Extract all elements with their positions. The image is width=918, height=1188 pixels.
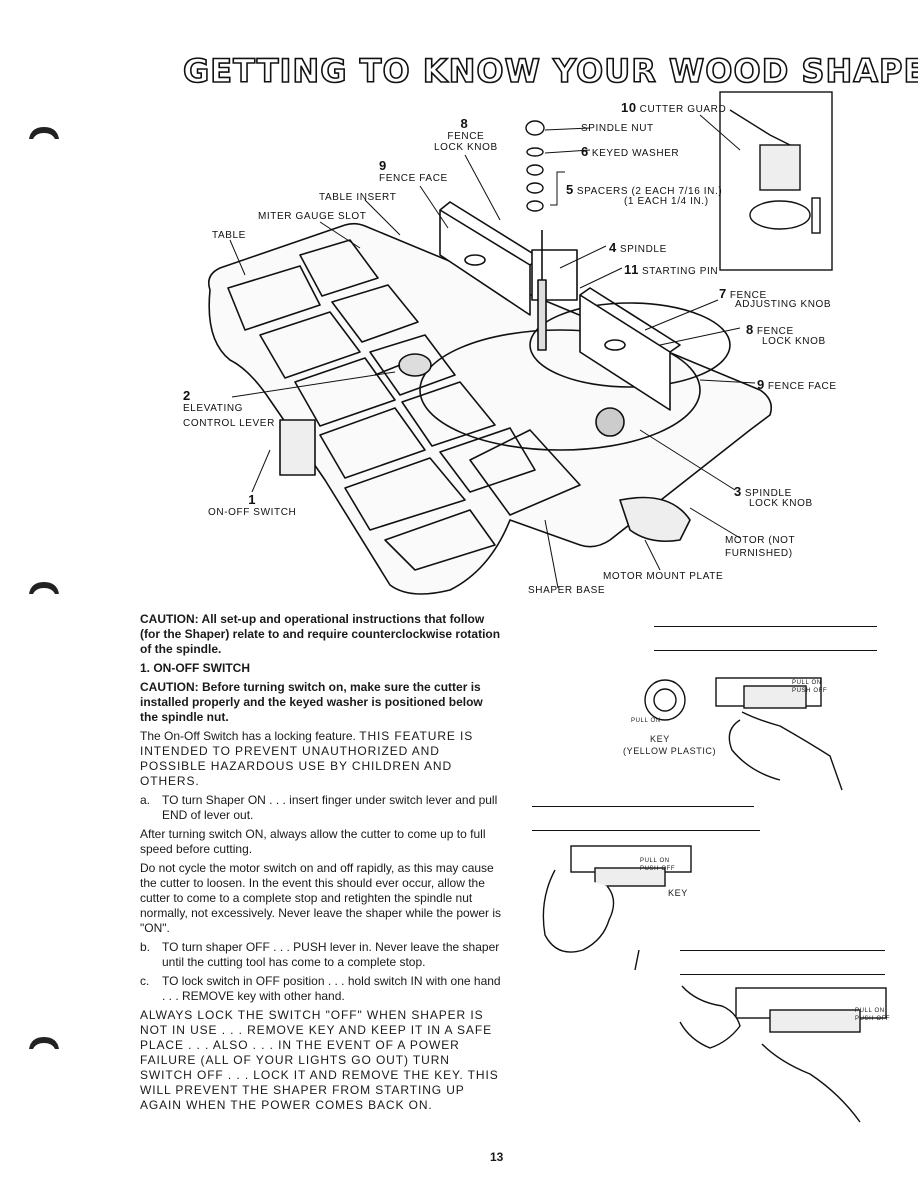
label-shaper-base: SHAPER BASE [528, 585, 606, 596]
switch-intro: The On-Off Switch has a locking feature.… [140, 729, 474, 788]
label-fence-lock-knob-left: 8 FENCE LOCK KNOB [434, 116, 498, 153]
switch-illustration-lock [679, 985, 887, 1123]
step-c-warning: ALWAYS LOCK THE SWITCH "OFF" WHEN SHAPER… [140, 1008, 499, 1112]
step-a-note-speed: After turning switch ON, always allow th… [140, 827, 486, 856]
label-fence-lock-knob-right-line2: LOCK KNOB [762, 336, 826, 347]
label-spacers-line2: (1 EACH 1/4 IN.) [624, 196, 709, 207]
label-table: TABLE [212, 230, 246, 241]
switch-text-pull-on-2: PULL ON [640, 858, 670, 864]
binder-hole-mark [29, 127, 59, 139]
binder-hole-mark [29, 582, 59, 594]
key-label-yellow-plastic: (YELLOW PLASTIC) [623, 746, 717, 756]
section-heading-on-off-switch: 1. ON-OFF SWITCH [140, 661, 250, 675]
caution-before-switch: CAUTION: Before turning switch on, make … [140, 680, 483, 724]
label-miter-gauge-slot: MITER GAUGE SLOT [258, 211, 367, 222]
label-elevating-control-lever-line2: CONTROL LEVER [183, 418, 275, 429]
page-number: 13 [490, 1150, 504, 1164]
switch-illustration-key [644, 677, 843, 791]
binder-hole-mark [29, 1037, 59, 1049]
page-title: GETTING TO KNOW YOUR WOOD SHAPER [182, 51, 918, 91]
illustration-rule [680, 974, 885, 975]
key-label: KEY [650, 734, 670, 744]
step-a: a. TO turn Shaper ON . . . insert finger… [140, 793, 498, 822]
label-motor: MOTOR (NOT [725, 535, 796, 546]
illustration-rule [654, 650, 877, 651]
label-fence-adjusting-knob-line2: ADJUSTING KNOB [735, 299, 832, 310]
switch-text-pull-on: PULL ON [792, 680, 822, 686]
illustration-rule [532, 830, 760, 831]
step-c: c. TO lock switch in OFF position . . . … [140, 974, 501, 1003]
label-spindle-lock-knob-line2: LOCK KNOB [749, 498, 813, 509]
wood-shaper-diagram [207, 91, 833, 595]
switch-illustration-push [542, 845, 692, 970]
illustration-rule [680, 950, 885, 951]
label-motor-mount-plate: MOTOR MOUNT PLATE [603, 571, 724, 582]
switch-label-pull-on: PULL ON [631, 718, 661, 724]
step-b: b. TO turn shaper OFF . . . PUSH lever i… [140, 940, 500, 969]
label-spindle-nut: SPINDLE NUT [581, 123, 654, 134]
switch-text-push-off: PUSH OFF [792, 688, 828, 694]
label-motor-line2: FURNISHED) [725, 548, 793, 559]
switch-text-push-off-3: PUSH OFF [855, 1016, 891, 1022]
illustration-rule [654, 626, 877, 627]
label-table-insert: TABLE INSERT [319, 192, 397, 203]
step-a-note-cycle: Do not cycle the motor switch on and off… [140, 861, 502, 935]
switch-text-push-off-2: PUSH OFF [640, 866, 676, 872]
caution-rotation: CAUTION: All set-up and operational inst… [140, 612, 501, 656]
instructions-column: CAUTION: All set-up and operational inst… [140, 612, 502, 1117]
illustration-rule [532, 806, 754, 807]
switch-text-pull-on-3: PULL ON [855, 1008, 885, 1014]
key-label-2: KEY [668, 888, 688, 898]
